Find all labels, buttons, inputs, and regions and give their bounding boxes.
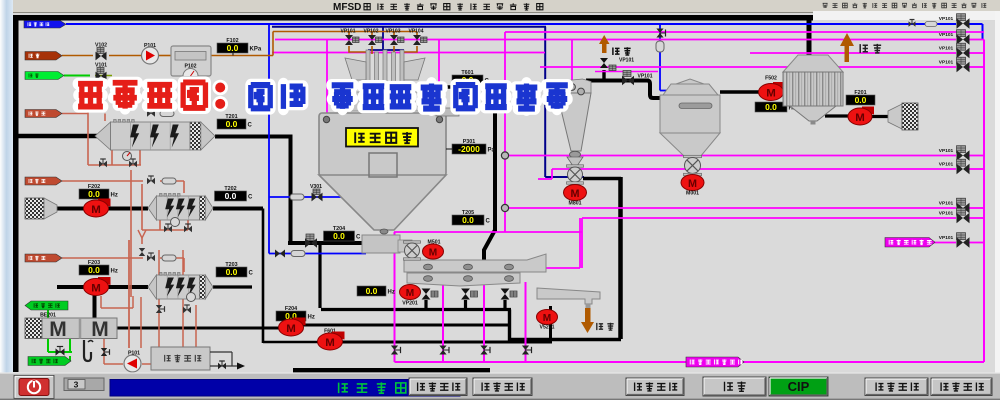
svg-text:0.0: 0.0 [226, 119, 238, 129]
svg-text:V301: V301 [310, 184, 322, 190]
svg-text:M801: M801 [569, 201, 582, 207]
svg-text:M: M [429, 248, 437, 259]
svg-text:T204: T204 [333, 226, 345, 232]
svg-text:T201: T201 [225, 114, 237, 120]
svg-text:M: M [543, 313, 551, 324]
svg-text:Hz: Hz [111, 193, 118, 199]
svg-text:F204: F204 [285, 306, 297, 312]
svg-text:F102: F102 [226, 38, 238, 44]
svg-text:P101: P101 [128, 351, 140, 357]
svg-text:T601: T601 [461, 70, 473, 76]
svg-text:V101: V101 [95, 63, 107, 69]
svg-text:3: 3 [74, 380, 79, 390]
svg-text:VP101: VP101 [939, 148, 954, 154]
svg-text:0.0: 0.0 [855, 95, 867, 105]
svg-text:0.0: 0.0 [765, 102, 777, 112]
svg-text:KPa: KPa [250, 47, 262, 53]
svg-text:0.0: 0.0 [88, 189, 100, 199]
svg-text:M501: M501 [428, 240, 441, 246]
svg-text:-2000: -2000 [458, 144, 480, 154]
svg-text:0.0: 0.0 [285, 311, 297, 321]
svg-text:V102: V102 [95, 43, 107, 49]
svg-text:0.0: 0.0 [226, 267, 238, 277]
svg-text:M: M [91, 204, 101, 216]
svg-text:0.0: 0.0 [462, 215, 474, 225]
svg-text:F601: F601 [324, 329, 336, 335]
svg-text:C: C [356, 235, 361, 241]
svg-text:Hz: Hz [388, 290, 395, 296]
svg-text:F202: F202 [88, 184, 100, 190]
svg-text:M: M [91, 318, 109, 341]
svg-text:P101: P101 [144, 43, 156, 49]
svg-text:P102: P102 [184, 64, 196, 70]
svg-text:VP101: VP101 [939, 211, 954, 217]
svg-text:CIP: CIP [788, 379, 810, 394]
svg-text:VP101: VP101 [939, 235, 954, 241]
svg-text:Hz: Hz [111, 269, 118, 275]
svg-text:VP101: VP101 [939, 32, 954, 38]
svg-text:F203: F203 [88, 260, 100, 266]
svg-text:Hz: Hz [308, 315, 315, 321]
svg-text:0.0: 0.0 [225, 191, 237, 201]
svg-text:M: M [286, 323, 296, 335]
svg-text:VP101: VP101 [340, 29, 355, 35]
svg-text:VP101: VP101 [939, 60, 954, 66]
svg-text:M: M [406, 288, 414, 299]
svg-text:0.0: 0.0 [333, 231, 345, 241]
svg-text:M: M [571, 188, 580, 200]
svg-text:M: M [325, 337, 335, 349]
svg-text:Pa: Pa [488, 148, 496, 154]
svg-text:T205: T205 [462, 210, 474, 216]
svg-text:V5201: V5201 [539, 325, 554, 331]
svg-text:T203: T203 [225, 262, 237, 268]
svg-text:Hz: Hz [789, 106, 796, 112]
svg-text:F201: F201 [854, 90, 866, 96]
svg-text:M001: M001 [686, 191, 699, 197]
svg-text:BE201: BE201 [40, 313, 56, 319]
svg-text:C: C [248, 195, 253, 201]
svg-text:0.0: 0.0 [366, 286, 378, 296]
svg-text:0.0: 0.0 [227, 43, 239, 53]
svg-text:VP104: VP104 [408, 29, 423, 35]
svg-text:C: C [249, 271, 254, 277]
svg-text:VP103: VP103 [385, 29, 400, 35]
svg-text:0.0: 0.0 [88, 265, 100, 275]
svg-text:T202: T202 [224, 186, 236, 192]
svg-text:P301: P301 [463, 139, 476, 145]
svg-text:VP101: VP101 [939, 16, 954, 22]
svg-text:C: C [248, 123, 253, 129]
svg-text:VP101: VP101 [619, 58, 634, 64]
svg-text:M: M [766, 88, 776, 100]
svg-text:C: C [486, 219, 491, 225]
svg-text:M: M [49, 318, 67, 341]
svg-text:M: M [688, 178, 697, 190]
svg-text:F502: F502 [765, 76, 777, 82]
svg-text:VP101: VP101 [939, 201, 954, 207]
svg-text:MFSD: MFSD [333, 2, 361, 13]
svg-text:VP102: VP102 [363, 29, 378, 35]
svg-text:VP101: VP101 [939, 162, 954, 168]
svg-text:VP101: VP101 [939, 46, 954, 52]
svg-text:VP101: VP101 [637, 74, 652, 80]
svg-text:M: M [91, 283, 101, 295]
svg-text:VP201: VP201 [402, 301, 418, 307]
svg-text:M: M [855, 112, 865, 124]
